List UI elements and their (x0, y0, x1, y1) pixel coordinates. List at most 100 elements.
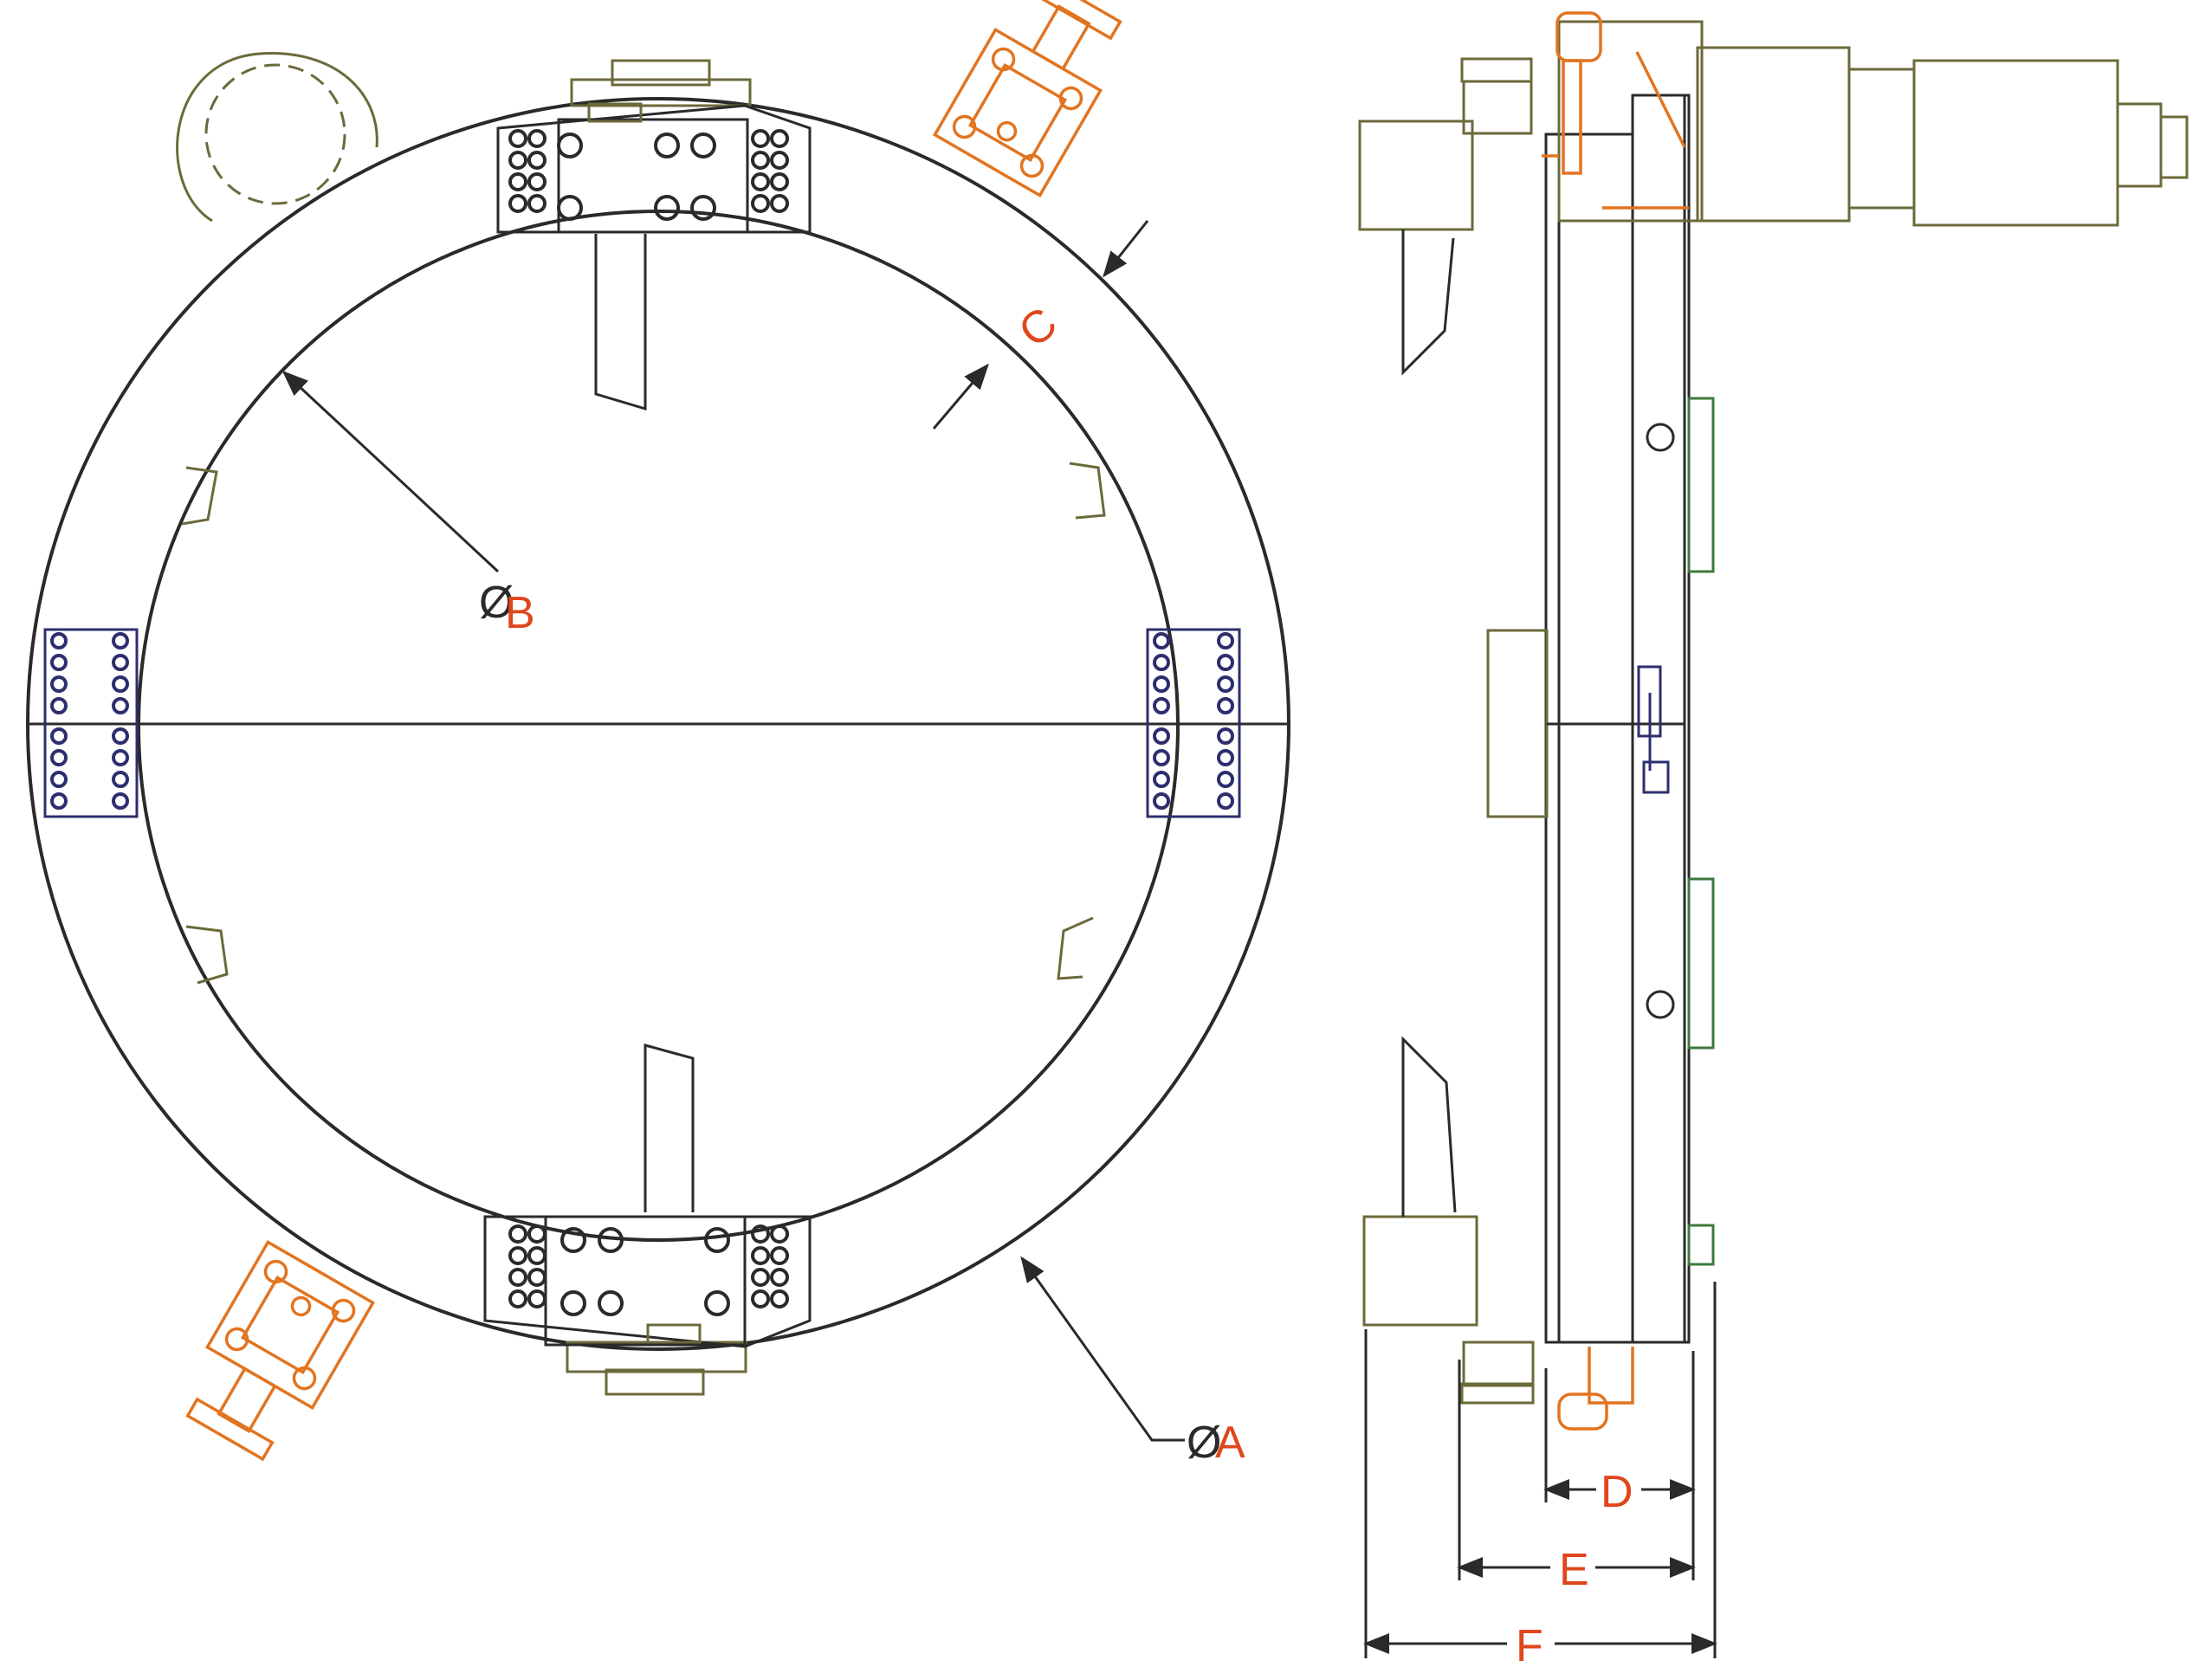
bolt-circle (112, 697, 129, 714)
diameter-symbol-b: Ø (479, 578, 514, 628)
bolt-circle (751, 1289, 770, 1308)
bolt-circle (598, 1290, 624, 1316)
bolt-circle (508, 1289, 527, 1308)
bolt-circle (112, 675, 129, 693)
bolt-circle (704, 1290, 730, 1316)
bolt-circle (557, 195, 583, 221)
bolt-circle (704, 1227, 730, 1253)
bolt-circle (50, 675, 68, 693)
tool-head-top-right (932, 0, 1122, 198)
bottom-pinion (1557, 1347, 1634, 1431)
bolt-circle (112, 654, 129, 671)
label-e: E (1559, 1545, 1589, 1595)
bolt-circle (770, 151, 789, 170)
left-side-clamp (43, 628, 139, 818)
bolt-circle (50, 792, 68, 810)
dimension-b-leader (281, 370, 500, 573)
dimension-c-arrow-outer (1103, 220, 1149, 278)
bolt-circle (690, 132, 716, 158)
side-hub (1486, 629, 1549, 818)
label-a: A (1215, 1418, 1245, 1468)
bolt-circle (1217, 697, 1234, 714)
top-pinion (1542, 11, 1689, 210)
ring-inner (137, 210, 1180, 1242)
bolt-circle (1153, 675, 1170, 693)
bolt-circle (527, 1268, 547, 1287)
bolt-circle (770, 194, 789, 213)
bolt-circle (751, 129, 770, 148)
bolt-circle (508, 1224, 527, 1244)
label-b: B (505, 588, 535, 638)
bolt-circle (1217, 771, 1234, 788)
bolt-circle (751, 151, 770, 170)
inner-bracket (181, 466, 218, 526)
bolt-circle (1153, 697, 1170, 714)
bolt-circle (560, 1227, 586, 1253)
bolt-circle (654, 195, 680, 221)
bolt-circle (560, 1290, 586, 1316)
label-c: C (1010, 298, 1067, 358)
inner-bracket (1057, 916, 1094, 980)
bottom-side-cutter (1401, 1036, 1457, 1217)
bottom-cutting-tool (644, 1043, 695, 1212)
bolt-circle (508, 1246, 527, 1265)
dimension-a-leader (1020, 1256, 1185, 1442)
top-clamp-block (496, 59, 812, 234)
bolt-circle (690, 195, 716, 221)
bolt-circle (50, 632, 68, 649)
label-f: F (1516, 1621, 1543, 1667)
bolt-circle (654, 132, 680, 158)
inner-bracket (1069, 462, 1106, 520)
bolt-circle (527, 1224, 547, 1244)
label-d: D (1601, 1467, 1633, 1517)
bolt-circle (1153, 654, 1170, 671)
bolt-circle (527, 194, 547, 213)
bolt-circle (1153, 632, 1170, 649)
bolt-circle (1153, 749, 1170, 766)
bolt-pattern (50, 129, 1234, 1316)
bolt-circle (1217, 727, 1234, 745)
top-side-cutter (1401, 229, 1455, 376)
bolt-circle (770, 1246, 789, 1265)
bolt-circle (508, 151, 527, 170)
bolt-circle (1217, 632, 1234, 649)
tab (1687, 877, 1715, 1050)
bolt-circle (770, 1268, 789, 1287)
bolt-circle (557, 132, 583, 158)
bolt-circle (527, 1289, 547, 1308)
bolt-circle (527, 172, 547, 191)
tab (1687, 1224, 1715, 1266)
bolt-circle (1153, 727, 1170, 745)
diameter-symbol-a: Ø (1187, 1418, 1221, 1468)
bolt-circle (508, 1268, 527, 1287)
bolt-circle (50, 749, 68, 766)
tool-head-bottom-left (185, 1239, 376, 1462)
bolt-circle (751, 1268, 770, 1287)
bolt-circle (1217, 749, 1234, 766)
bolt-circle (112, 727, 129, 745)
bolt-circle (1217, 792, 1234, 810)
bolt-circle (751, 172, 770, 191)
top-cutting-tool (594, 234, 647, 411)
bolt-circle (508, 129, 527, 148)
bolt-circle (770, 1224, 789, 1244)
lifting-eye (176, 52, 378, 223)
bolt-circle (112, 632, 129, 649)
bolt-circle (751, 194, 770, 213)
bolt-circle (1217, 654, 1234, 671)
side-view (1358, 11, 2189, 1658)
bolt-circle (508, 172, 527, 191)
bolt-circle (527, 151, 547, 170)
dimension-c-arrow-inner (932, 363, 989, 430)
bolt-circle (112, 792, 129, 810)
bolt-circle (50, 654, 68, 671)
bolt-circle (112, 771, 129, 788)
bolt-circle (50, 727, 68, 745)
feed-mechanism (1557, 20, 1704, 223)
bolt-circle (1217, 675, 1234, 693)
inner-bracket (185, 925, 229, 985)
bolt-circle (508, 194, 527, 213)
bolt-circle (50, 771, 68, 788)
bolt-circle (527, 129, 547, 148)
